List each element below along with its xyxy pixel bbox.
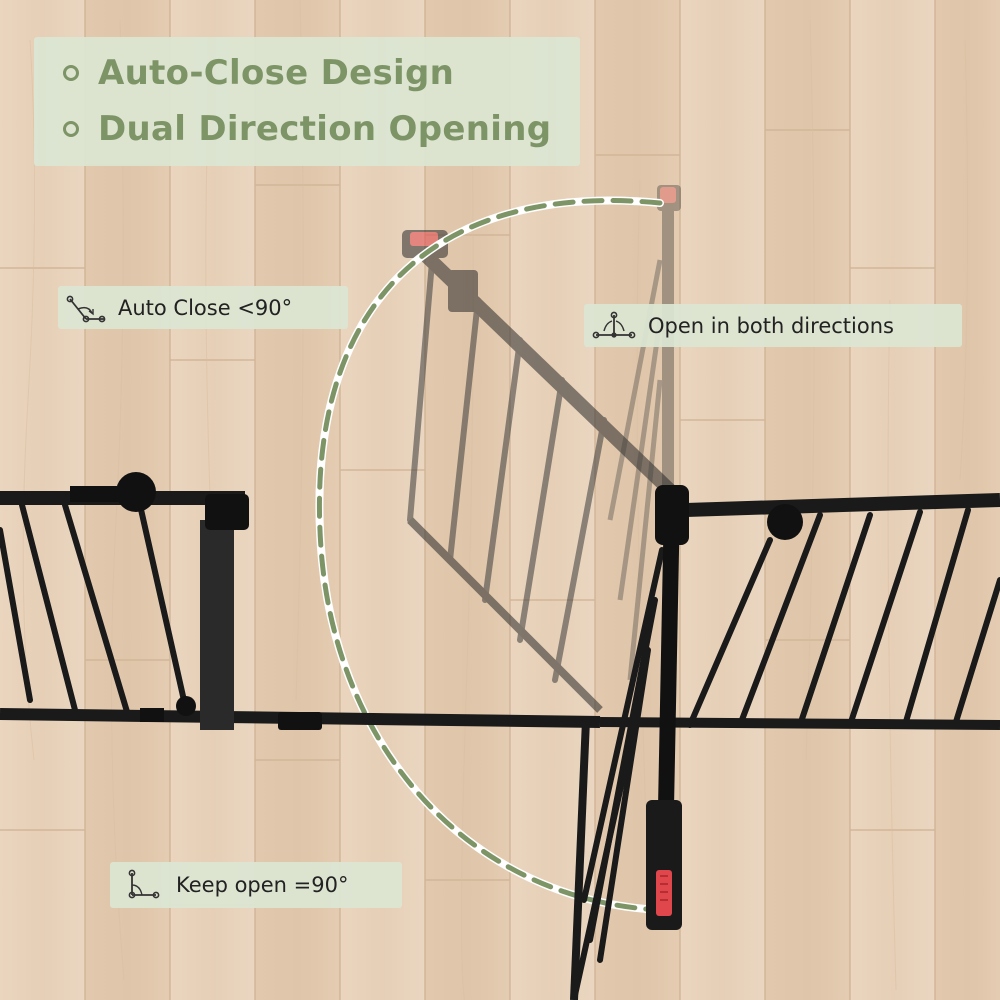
gate-ghost-other-direction <box>607 185 681 681</box>
callout-open-both-directions: Open in both directions <box>584 304 962 347</box>
right-angle-icon <box>128 869 160 899</box>
callout-auto-close: Auto Close <90° <box>58 286 348 329</box>
bidirectional-pivot-icon <box>592 311 636 338</box>
feature-dual-direction-text: Dual Direction Opening <box>98 109 552 149</box>
callout-keep-open-text: Keep open =90° <box>176 873 349 897</box>
gate-ghost-open-position <box>402 230 685 713</box>
feature-banner <box>34 37 580 166</box>
feature-line-auto-close: Auto-Close Design <box>34 48 454 98</box>
bullet-circle-icon <box>63 65 79 81</box>
feature-line-dual-direction: Dual Direction Opening <box>34 104 551 154</box>
callout-auto-close-text: Auto Close <90° <box>118 295 293 320</box>
gate-swing-door <box>570 485 689 1000</box>
angle-rotate-icon <box>66 295 106 322</box>
gate-left-panel <box>0 472 601 730</box>
rotation-arc-dashes <box>316 198 663 913</box>
callout-keep-open: Keep open =90° <box>110 862 402 908</box>
bullet-circle-icon <box>63 121 79 137</box>
feature-auto-close-text: Auto-Close Design <box>98 53 455 93</box>
callout-open-both-text: Open in both directions <box>648 313 894 338</box>
